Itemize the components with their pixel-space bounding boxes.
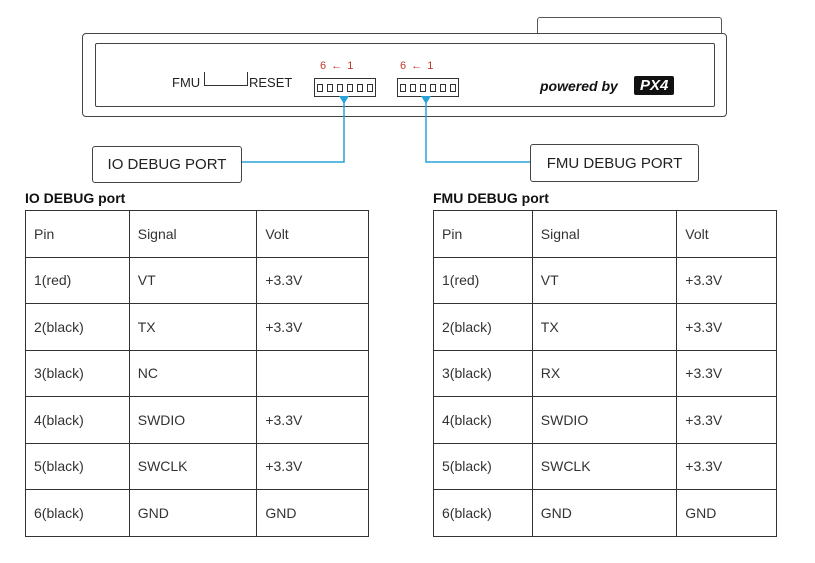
fmu-label: FMU [172, 75, 201, 90]
cell-volt: GND [256, 489, 369, 537]
fmu-wire [425, 98, 530, 163]
io-wire [242, 98, 345, 163]
fmu-debug-connector [397, 78, 459, 97]
io-connector-pin-numbers: 6 ← 1 [320, 60, 355, 72]
device-front-panel [95, 43, 715, 107]
cell-pin: 5(black) [433, 442, 533, 490]
table-row: 4(black) SWDIO +3.3V [433, 396, 777, 444]
debug-wires [242, 96, 530, 163]
cell-signal: TX [531, 303, 678, 351]
fmu-connector-pin-numbers: 6 ← 1 [400, 60, 435, 72]
cell-pin: 4(black) [433, 396, 533, 444]
table-row: 5(black) SWCLK +3.3V [25, 442, 369, 490]
cell-volt: +3.3V [676, 442, 777, 490]
table-row: 6(black) GND GND [433, 489, 777, 537]
cell-volt: +3.3V [676, 303, 777, 351]
cell-volt: GND [676, 489, 777, 537]
table-header-row: Pin Signal Volt [25, 210, 369, 258]
io-debug-table: Pin Signal Volt 1(red) VT +3.3V 2(black)… [25, 210, 369, 537]
cell-pin: 1(red) [25, 256, 130, 304]
reset-label: RESET [249, 75, 293, 90]
cell-signal: SWDIO [128, 396, 258, 444]
cell-volt: +3.3V [256, 303, 369, 351]
fmu-reset-bracket [204, 72, 248, 86]
io-debug-port-callout: IO DEBUG PORT [92, 146, 242, 183]
powered-by-text: powered by [540, 78, 618, 94]
cell-pin: 2(black) [25, 303, 130, 351]
px4-logo: PX4 [634, 76, 675, 95]
cell-pin: 3(black) [433, 349, 533, 397]
table-row: 1(red) VT +3.3V [433, 256, 777, 304]
table-row: 3(black) NC [25, 349, 369, 397]
table-row: 2(black) TX +3.3V [433, 303, 777, 351]
cell-volt: +3.3V [676, 396, 777, 444]
cell-signal: SWCLK [128, 442, 258, 490]
table-row: 4(black) SWDIO +3.3V [25, 396, 369, 444]
cell-volt: +3.3V [676, 349, 777, 397]
header-signal: Signal [531, 210, 678, 258]
table-row: 2(black) TX +3.3V [25, 303, 369, 351]
fmu-debug-port-callout: FMU DEBUG PORT [530, 144, 699, 182]
cell-volt: +3.3V [256, 396, 369, 444]
cell-signal: VT [531, 256, 678, 304]
fmu-debug-table: Pin Signal Volt 1(red) VT +3.3V 2(black)… [433, 210, 777, 537]
cell-pin: 5(black) [25, 442, 130, 490]
fmu-table-title: FMU DEBUG port [433, 190, 549, 206]
io-table-title: IO DEBUG port [25, 190, 126, 206]
cell-signal: TX [128, 303, 258, 351]
cell-pin: 4(black) [25, 396, 130, 444]
cell-pin: 2(black) [433, 303, 533, 351]
table-row: 1(red) VT +3.3V [25, 256, 369, 304]
cell-signal: NC [128, 349, 258, 397]
cell-pin: 6(black) [25, 489, 130, 537]
cell-volt: +3.3V [676, 256, 777, 304]
header-signal: Signal [128, 210, 258, 258]
table-row: 3(black) RX +3.3V [433, 349, 777, 397]
cell-signal: VT [128, 256, 258, 304]
table-row: 6(black) GND GND [25, 489, 369, 537]
cell-pin: 3(black) [25, 349, 130, 397]
cell-signal: SWDIO [531, 396, 678, 444]
header-volt: Volt [676, 210, 777, 258]
cell-signal: GND [128, 489, 258, 537]
table-header-row: Pin Signal Volt [433, 210, 777, 258]
cell-volt: +3.3V [256, 442, 369, 490]
table-row: 5(black) SWCLK +3.3V [433, 442, 777, 490]
cell-signal: SWCLK [531, 442, 678, 490]
header-pin: Pin [433, 210, 533, 258]
cell-pin: 1(red) [433, 256, 533, 304]
io-wire-tip [339, 96, 349, 104]
cell-volt [256, 349, 369, 397]
cell-signal: RX [531, 349, 678, 397]
header-volt: Volt [256, 210, 369, 258]
cell-volt: +3.3V [256, 256, 369, 304]
cell-pin: 6(black) [433, 489, 533, 537]
cell-signal: GND [531, 489, 678, 537]
header-pin: Pin [25, 210, 130, 258]
fmu-wire-tip [421, 96, 431, 104]
